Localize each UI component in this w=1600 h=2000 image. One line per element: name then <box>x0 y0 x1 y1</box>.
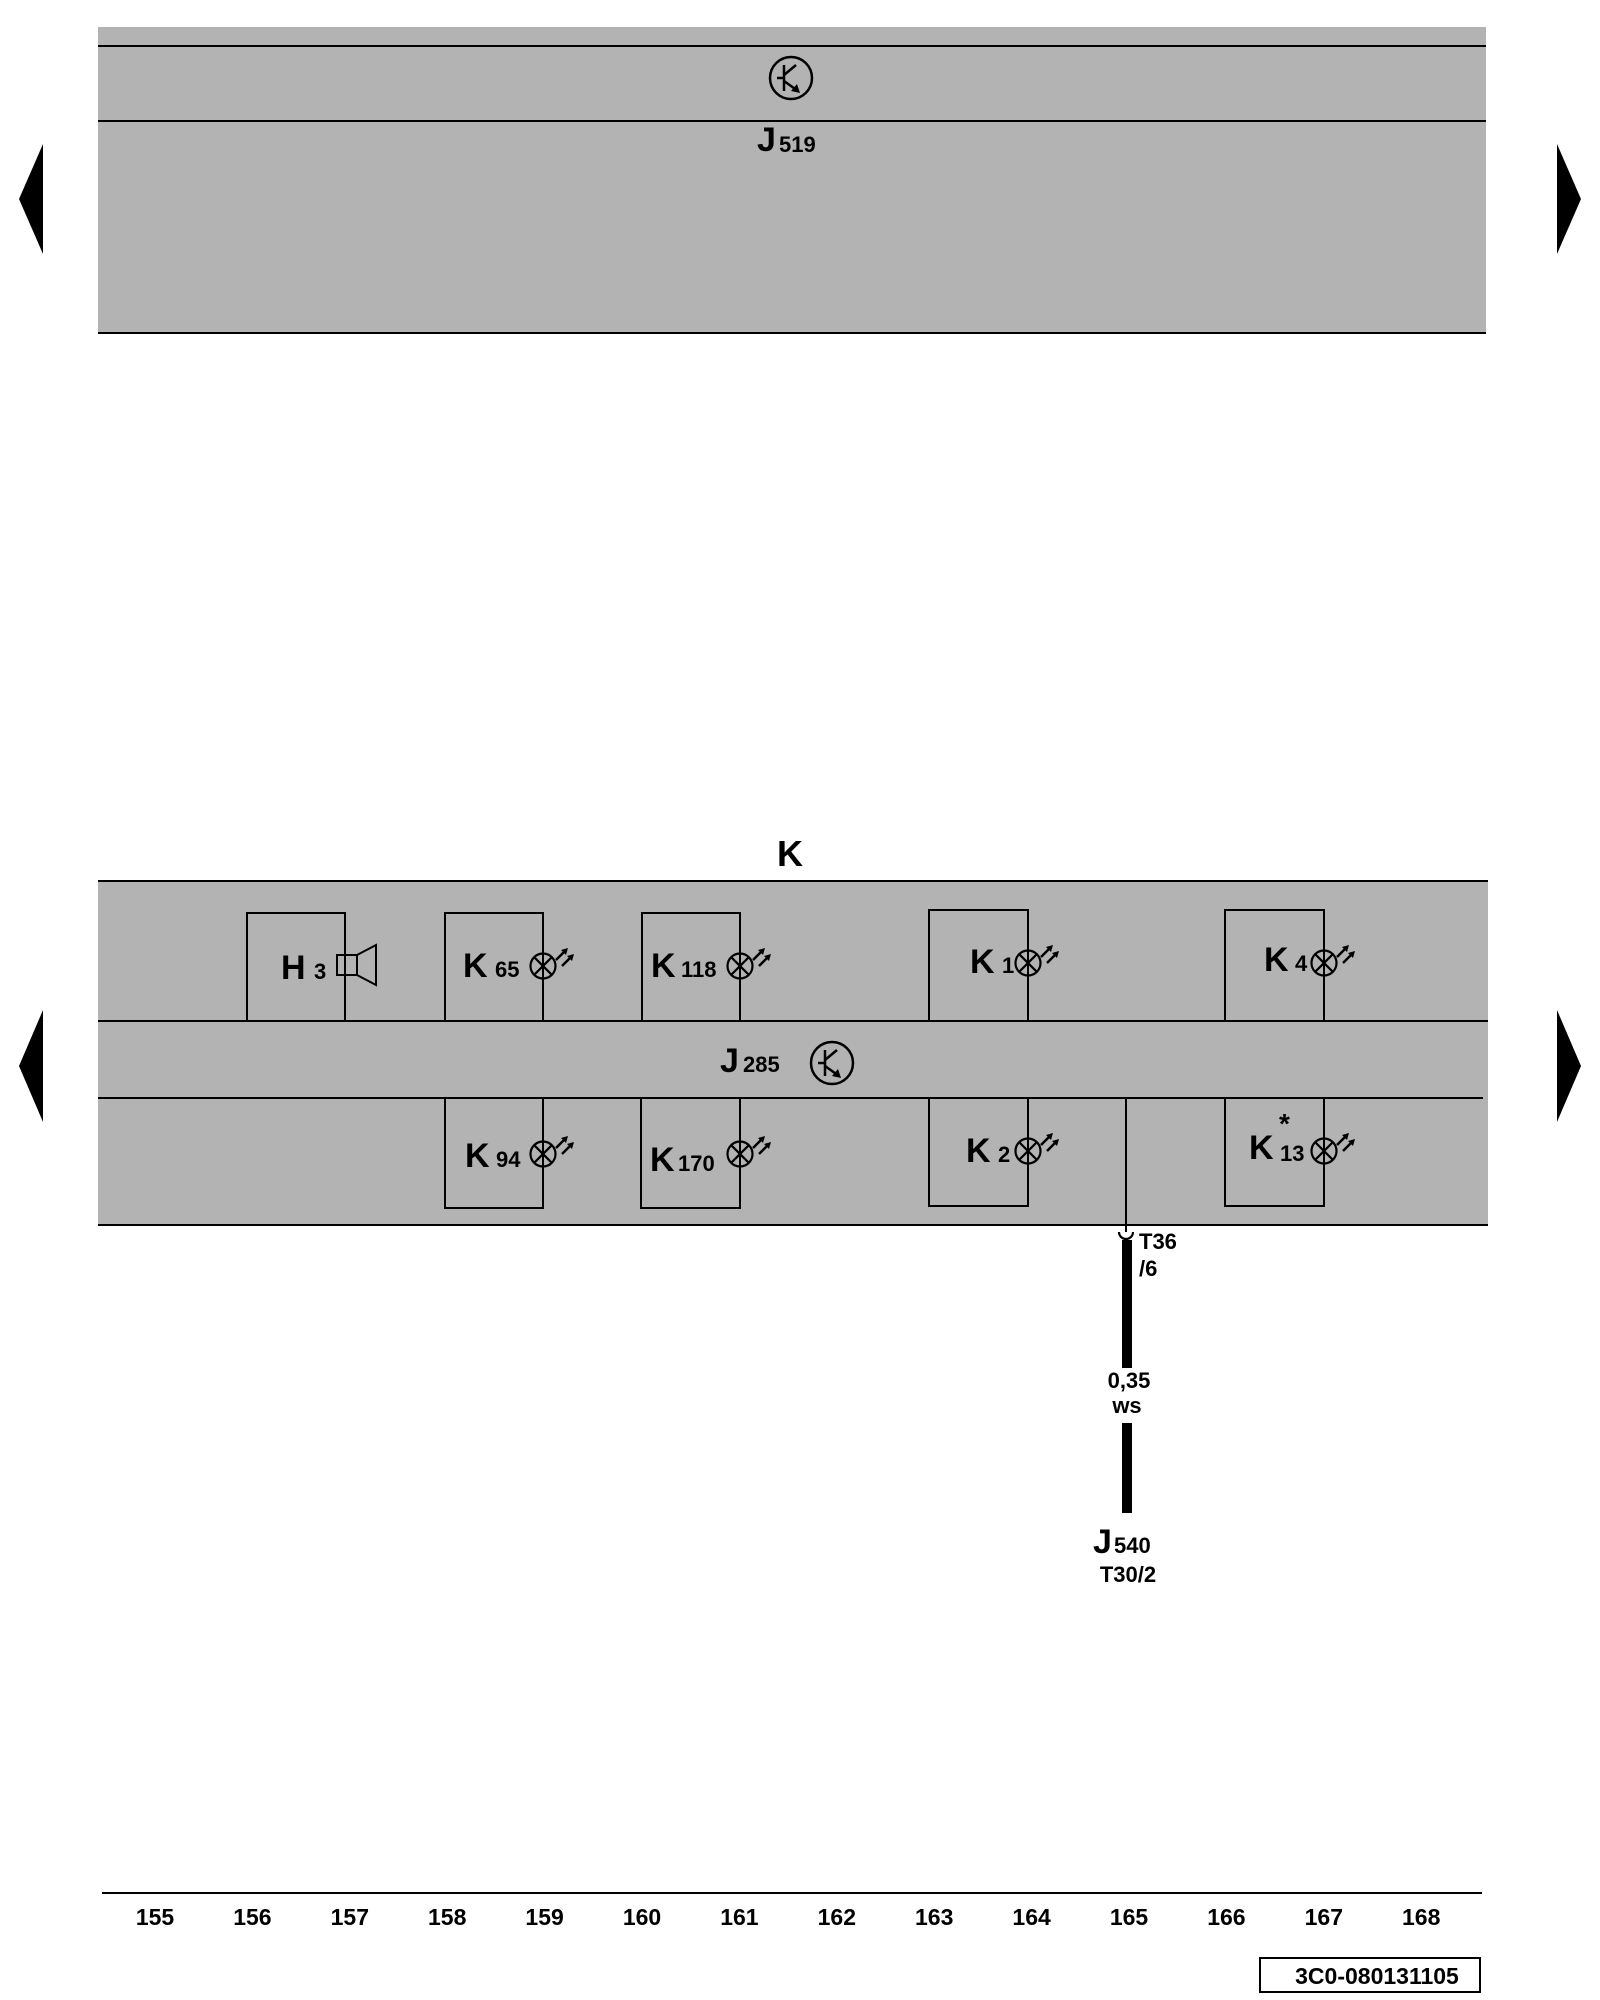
wire-connection: T36 /6 0,35 ws J 540 T30/2 <box>1093 1098 1177 1587</box>
component-letter: H <box>281 949 306 987</box>
component-letter: K <box>650 1141 675 1179</box>
component-letter: K <box>966 1132 991 1170</box>
column-number: 158 <box>428 1904 467 1930</box>
column-number: 157 <box>331 1904 369 1930</box>
component-number: 170 <box>678 1151 715 1176</box>
component-number: 2 <box>998 1142 1010 1167</box>
cluster-title: K <box>777 833 803 874</box>
instrument-cluster: J 285 <box>98 880 1488 1226</box>
wire-segment <box>1122 1423 1132 1513</box>
component-number: 4 <box>1295 951 1308 976</box>
next-page-arrow-icon[interactable] <box>1557 1010 1581 1122</box>
column-number: 168 <box>1402 1904 1441 1930</box>
connector-pin-icon <box>1117 1231 1135 1241</box>
component-number: 118 <box>681 957 717 982</box>
destination-pin: T30/2 <box>1100 1562 1156 1587</box>
j519-number: 519 <box>779 132 816 157</box>
destination-number: 540 <box>1114 1533 1151 1558</box>
column-number: 167 <box>1305 1904 1343 1930</box>
wire-gauge: 0,35 <box>1108 1368 1151 1393</box>
component-letter: K <box>465 1137 490 1175</box>
column-number: 162 <box>818 1904 856 1930</box>
warning-lamp-k170: K 170 <box>640 1098 773 1209</box>
destination-letter: J <box>1093 1523 1112 1561</box>
warning-lamp-k4: K 4 <box>1224 909 1357 1021</box>
control-unit-j519: J 519 <box>98 27 1486 334</box>
buzzer-icon <box>356 943 377 987</box>
component-letter: K <box>970 943 995 981</box>
component-number: 1 <box>1002 953 1014 978</box>
warning-lamp-k118: K 118 <box>641 912 773 1021</box>
j285-letter: J <box>720 1042 739 1080</box>
component-number: 65 <box>495 957 519 982</box>
next-page-arrow-icon[interactable] <box>1557 144 1581 254</box>
column-number: 161 <box>720 1904 759 1930</box>
warning-lamp-k94: K 94 <box>444 1098 576 1209</box>
column-number: 166 <box>1207 1904 1245 1930</box>
column-number: 159 <box>525 1904 563 1930</box>
connector-label: T36 <box>1139 1229 1177 1254</box>
column-number: 155 <box>136 1904 175 1930</box>
warning-lamp-k65: K 65 <box>444 912 576 1021</box>
column-number: 164 <box>1012 1904 1051 1930</box>
warning-lamp-k2: K 2 <box>928 1098 1061 1207</box>
component-letter: K <box>651 947 676 985</box>
j285-number: 285 <box>743 1052 780 1077</box>
column-number: 160 <box>623 1904 661 1930</box>
previous-page-arrow-icon[interactable] <box>19 144 43 254</box>
doc-number-box <box>1259 1957 1481 1993</box>
component-letter: K <box>1249 1129 1274 1167</box>
column-number: 165 <box>1110 1904 1149 1930</box>
wire-color: ws <box>1111 1393 1141 1418</box>
previous-page-arrow-icon[interactable] <box>19 1010 43 1122</box>
j519-letter: J <box>757 121 776 159</box>
component-letter: K <box>1264 941 1289 979</box>
doc-number: 3C0-080131105 <box>1295 1963 1459 1989</box>
connector-pin: /6 <box>1139 1256 1157 1281</box>
component-number: 3 <box>314 959 326 984</box>
buzzer-h3: H 3 <box>246 912 377 1021</box>
wire-segment <box>1122 1240 1132 1368</box>
component-number: 94 <box>496 1147 521 1172</box>
component-number: 13 <box>1280 1141 1304 1166</box>
column-number: 163 <box>915 1904 953 1930</box>
column-numbers: 155 156 157 158 159 160 161 162 163 164 165 166 167 1… <box>136 1904 1441 1930</box>
column-number: 156 <box>233 1904 271 1930</box>
component-letter: K <box>463 947 488 985</box>
component-marker: * <box>1279 1108 1290 1139</box>
warning-lamp-k13: K * 13 <box>1224 1098 1357 1207</box>
warning-lamp-k1: K 1 <box>928 909 1061 1021</box>
